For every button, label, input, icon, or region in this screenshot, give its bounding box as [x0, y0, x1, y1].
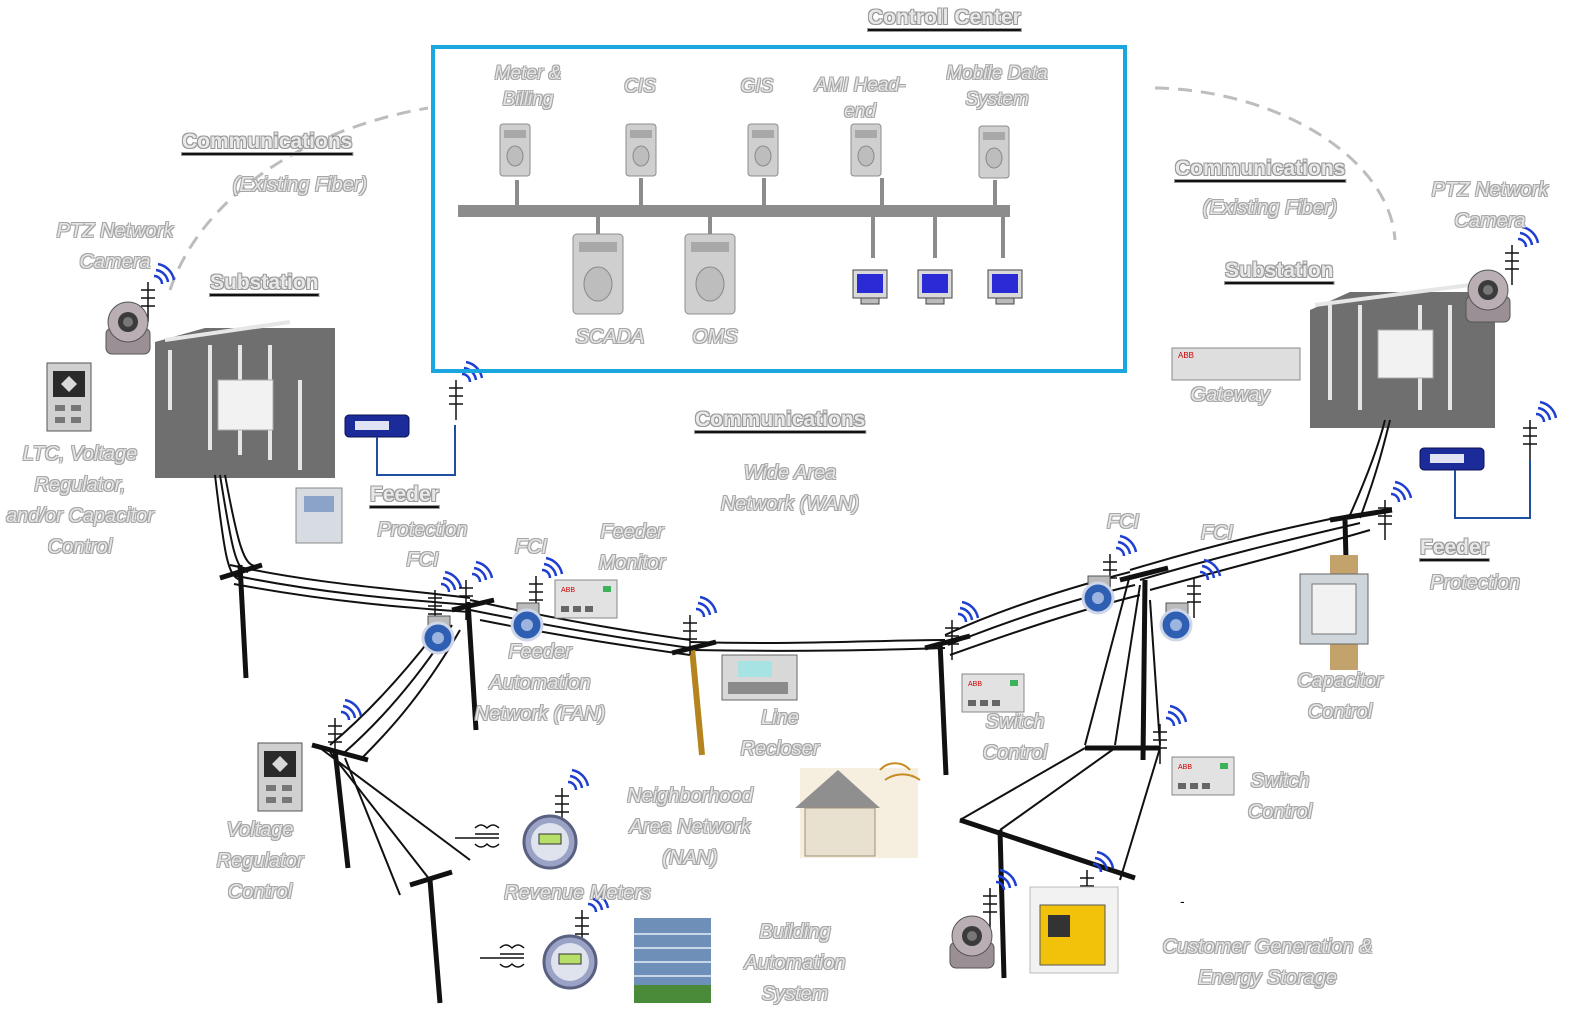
fci-icon [510, 601, 544, 642]
control-center-title: Controll Center [868, 6, 1021, 29]
left-feeder-title: Feeder [370, 483, 439, 506]
capacitor-control-label: Capacitor Control [1297, 670, 1383, 723]
wan-label: Wide Area Network (WAN) [720, 462, 860, 515]
customer-generation-label: Customer Generation & Energy Storage [1162, 936, 1373, 989]
gateway-label: Gateway [1190, 384, 1270, 406]
svg-text:ABB: ABB [1178, 351, 1194, 360]
control-center-box [431, 45, 1127, 373]
fan-label: Feeder Automation Network (FAN) [474, 641, 606, 725]
control-center-bus [458, 205, 1010, 217]
ltc-controller-icon [46, 362, 92, 432]
ptz-camera-icon [105, 301, 151, 355]
switch-control-icon [1171, 756, 1235, 796]
fiber-link-right [1154, 86, 1397, 241]
ami-headend-label: AMI Head-end [814, 75, 906, 122]
right-substation-icon [1310, 283, 1495, 428]
office-building-icon [634, 918, 711, 1003]
line-recloser-icon [721, 654, 798, 701]
fci-left-a-label: FCI [406, 549, 439, 571]
oms-label: OMS [692, 326, 738, 348]
left-feeder-sub: Protection [377, 519, 468, 541]
communications-center-title: Communications [695, 408, 866, 431]
left-camera-label: PTZ Network Camera [56, 220, 174, 273]
cis-label: CIS [624, 76, 656, 97]
capacitor-control-icon [1299, 555, 1369, 670]
right-feeder-title: Feeder [1420, 536, 1489, 559]
switch-control-right-label: Switch Control [1247, 770, 1313, 823]
voltage-regulator-label: Voltage Regulator Control [216, 819, 304, 903]
ptz-camera-icon [949, 915, 995, 969]
stray-mark: - [1180, 893, 1185, 909]
wooden-pole [689, 647, 705, 756]
communications-left-title: Communications [182, 130, 353, 153]
revenue-meters-label: Revenue Meters [504, 882, 651, 904]
communications-right-sub: (Existing Fiber) [1202, 197, 1338, 219]
ltc-label: LTC, Voltage Regulator, and/or Capacitor… [6, 443, 154, 558]
right-camera-label: PTZ Network Camera [1431, 179, 1549, 232]
fci-icon [421, 614, 455, 655]
left-substation-icon [155, 320, 335, 478]
gis-label: GIS [740, 76, 774, 97]
fiber-link-left [168, 106, 429, 291]
line-recloser-label: Line Recloser [740, 707, 820, 760]
house-icon [795, 762, 921, 858]
antenna-icon [1521, 400, 1558, 462]
transformer-icon [499, 944, 525, 968]
voltage-regulator-icon [257, 742, 303, 812]
fci-right-a-label: FCI [1106, 511, 1140, 533]
fci-icon [1081, 574, 1115, 615]
communications-right-title: Communications [1175, 157, 1346, 180]
generator-icon [1029, 886, 1119, 974]
revenue-meter-icon [522, 814, 578, 870]
fci-right-b-label: FCI [1200, 522, 1234, 544]
ptz-camera-icon [1465, 269, 1511, 323]
meter-billing-label: Meter & Billing [494, 63, 562, 110]
fci-icon [1159, 601, 1193, 642]
scada-label: SCADA [575, 326, 645, 348]
mobile-data-system-label: Mobile Data System [946, 63, 1048, 110]
feeder-monitor-label: Feeder Monitor [598, 521, 666, 574]
transformer-icon [474, 824, 500, 848]
right-feeder-sub: Protection [1429, 572, 1521, 594]
left-substation-title: Substation [210, 271, 319, 294]
feeder-monitor-icon [554, 579, 618, 619]
right-substation-title: Substation [1225, 259, 1334, 282]
communications-left-sub: (Existing Fiber) [232, 174, 368, 196]
antenna-icon [1185, 558, 1222, 620]
radio-modem-icon [344, 414, 410, 438]
nan-label: Neighborhood Area Network (NAN) [627, 785, 753, 869]
radio-modem-icon [1419, 447, 1485, 471]
gateway-icon: ABB [1171, 347, 1301, 381]
feeder-protection-relay-icon [295, 487, 343, 544]
building-automation-label: Building Automation System [744, 921, 846, 1005]
fci-left-b-label: FCI [514, 536, 548, 558]
revenue-meter-icon [542, 934, 598, 990]
switch-control-mid-label: Switch Control [982, 711, 1048, 764]
